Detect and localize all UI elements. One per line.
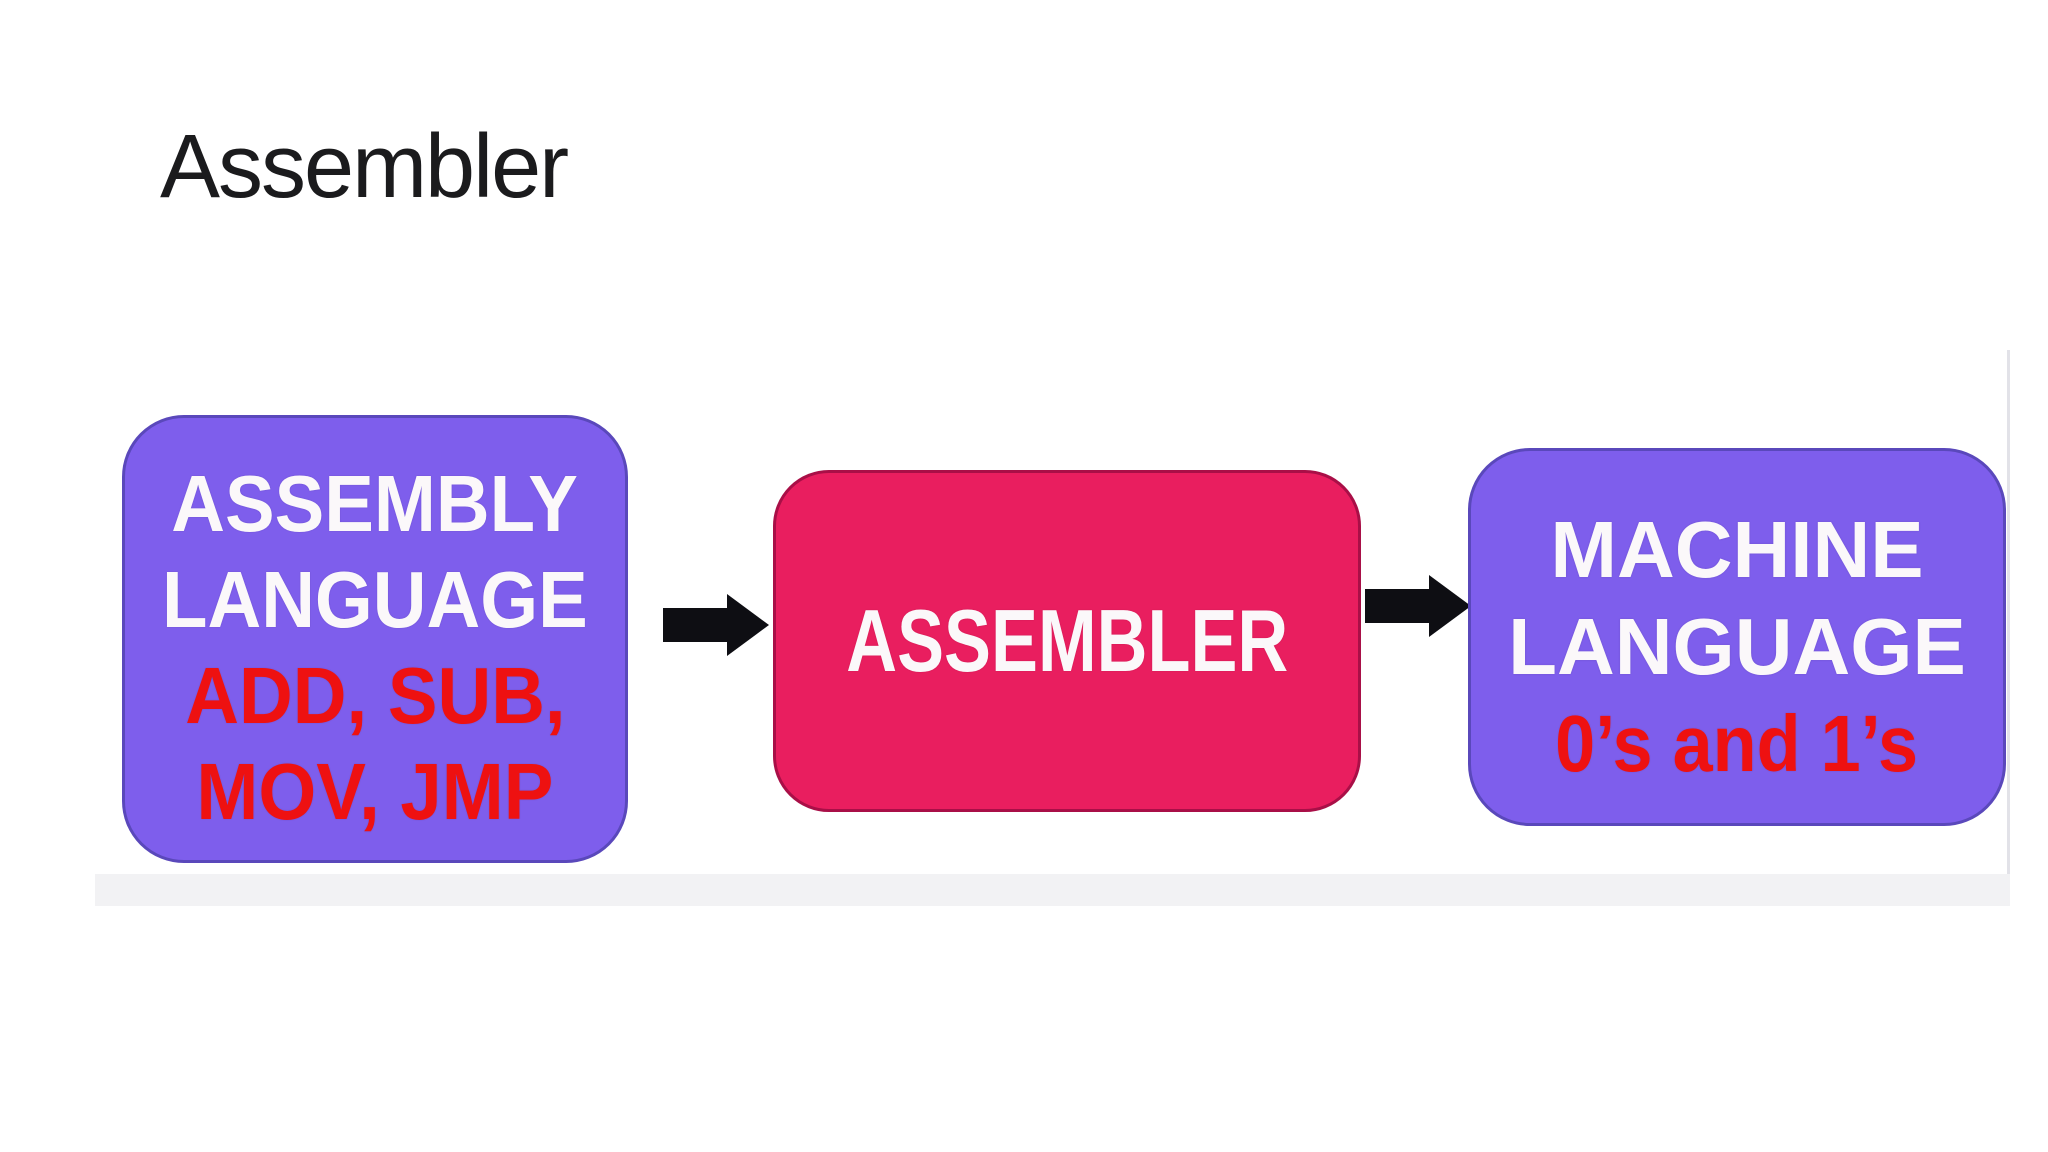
arrow-head — [727, 594, 769, 656]
machine-language-line-2: LANGUAGE — [1508, 602, 1966, 691]
arrow-right-icon — [1365, 575, 1471, 637]
picture-bottom-band — [95, 874, 2010, 906]
assembly-language-mnemonics-1: ADD, SUB, — [184, 651, 566, 740]
arrow-head — [1429, 575, 1471, 637]
machine-language-line-1: MACHINE — [1550, 505, 1924, 594]
assembly-language-line-2: LANGUAGE — [162, 555, 588, 644]
arrow-shaft — [663, 608, 727, 642]
assembly-language-mnemonics-2: MOV, JMP — [196, 747, 554, 836]
machine-language-box: MACHINE LANGUAGE 0’s and 1’s — [1468, 448, 2006, 826]
assembly-language-box: ASSEMBLY LANGUAGE ADD, SUB, MOV, JMP — [122, 415, 628, 863]
arrow-shaft — [1365, 589, 1429, 623]
arrow-right-icon — [663, 594, 769, 656]
assembler-box: ASSEMBLER — [773, 470, 1361, 812]
machine-language-binary: 0’s and 1’s — [1555, 699, 1919, 788]
assembly-language-line-1: ASSEMBLY — [171, 459, 579, 548]
assembler-label: ASSEMBLER — [846, 591, 1288, 690]
page-title: Assembler — [160, 117, 569, 217]
picture-right-edge — [2007, 350, 2010, 906]
